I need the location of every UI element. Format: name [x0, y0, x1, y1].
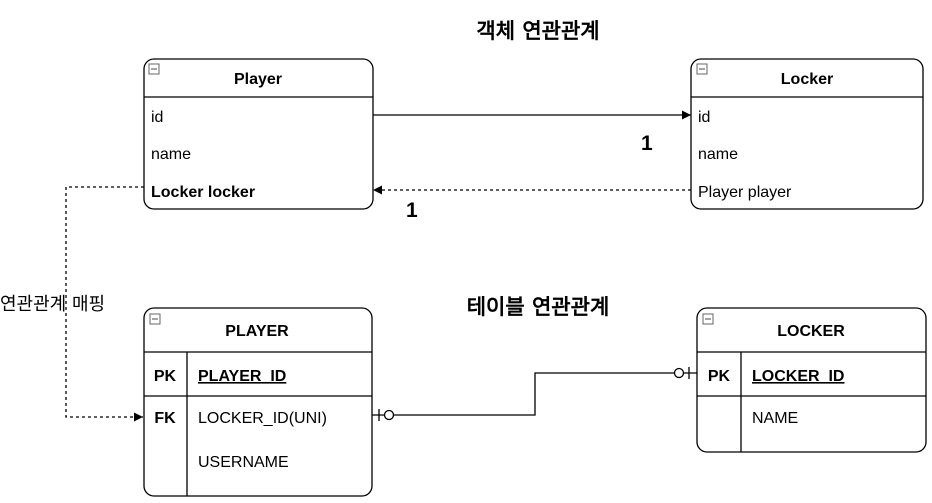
mapping-label: 연관관계 매핑	[0, 294, 105, 315]
player-field-locker: Locker locker	[151, 184, 255, 201]
player-table[interactable]: PLAYER PK PLAYER_ID FK LOCKER_ID(UNI) US…	[143, 307, 373, 497]
locker-row-column: NAME	[752, 410, 798, 427]
player-row-column: USERNAME	[198, 454, 289, 471]
locker-table-name: LOCKER	[777, 323, 845, 340]
player-row-key: PK	[154, 368, 177, 385]
locker-table-border	[696, 307, 927, 453]
collapse-icon[interactable]	[149, 313, 161, 325]
locker-class-name: Locker	[781, 71, 833, 88]
er-connector-line	[372, 372, 697, 416]
table-relation-title: 테이블 연관관계	[467, 295, 610, 319]
player-row-column: PLAYER_ID	[198, 368, 286, 385]
player-field-name: name	[151, 146, 191, 163]
collapse-icon[interactable]	[696, 63, 708, 75]
player-field-id: id	[151, 109, 163, 126]
mapping-connector	[65, 186, 144, 422]
er-zero-circle-player-side	[383, 409, 395, 421]
collapse-icon[interactable]	[148, 63, 160, 75]
player-table-border	[143, 307, 373, 497]
locker-row-key: PK	[708, 368, 731, 385]
player-row-key: FK	[154, 410, 176, 427]
locker-field-player: Player player	[698, 184, 792, 201]
player-row-column: LOCKER_ID(UNI)	[198, 410, 327, 427]
locker-row-column: LOCKER_ID	[752, 368, 844, 385]
collapse-icon[interactable]	[702, 313, 714, 325]
player-class-box[interactable]: Player id name Locker locker	[143, 58, 374, 210]
multiplicity-locker-to-player: 1	[406, 199, 418, 222]
er-zero-circle-locker-side	[673, 367, 685, 379]
multiplicity-player-to-locker: 1	[641, 132, 653, 155]
player-table-name: PLAYER	[225, 323, 289, 340]
locker-field-name: name	[698, 146, 738, 163]
er-relationship-connector	[372, 367, 697, 421]
locker-class-box[interactable]: Locker id name Player player	[690, 58, 924, 210]
locker-table[interactable]: LOCKER PK LOCKER_ID NAME	[696, 307, 927, 453]
player-class-name: Player	[234, 71, 282, 88]
locker-field-id: id	[698, 109, 710, 126]
object-relation-title: 객체 연관관계	[476, 19, 599, 43]
